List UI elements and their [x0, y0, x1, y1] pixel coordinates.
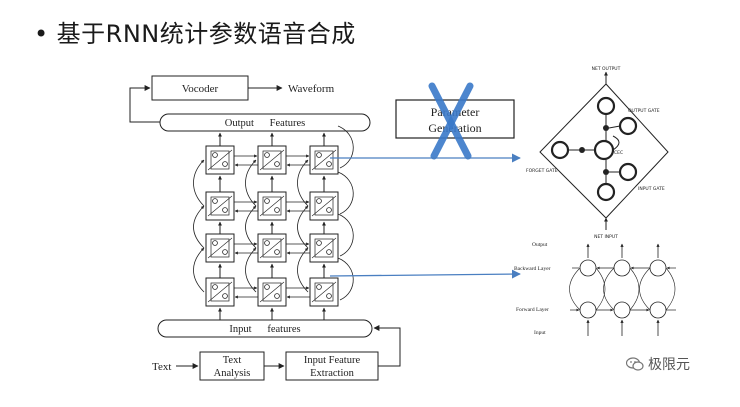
text-analysis-line2: Analysis — [214, 368, 251, 379]
birnn-cross-arc — [595, 267, 606, 311]
lstm-cell-diagram: NET OUTPUT OUTPUT GATE FORGET GATE CEC I… — [526, 66, 669, 240]
birnn-cross-arc — [569, 267, 581, 311]
rnn-cell — [205, 233, 235, 263]
lstm-output-gate-node — [618, 116, 638, 136]
rnn-feedback-arc — [337, 171, 354, 215]
lstm-forget-gate-label: FORGET GATE — [526, 168, 558, 174]
input-feature-line2: Extraction — [310, 368, 354, 379]
pointer-to-birnn-arrow — [329, 269, 521, 279]
rnn-cell — [257, 277, 287, 307]
watermark: 极限元 — [626, 354, 690, 374]
birnn-backward-node — [649, 259, 667, 277]
rnn-cell — [205, 191, 235, 221]
input-features-bar: Input features — [157, 319, 373, 338]
birnn-diagram: Output Backward Layer Forward Layer Inpu… — [514, 242, 676, 336]
input-feature-line1: Input Feature — [304, 355, 361, 366]
rnn-cell-grid — [193, 125, 354, 320]
birnn-output-label: Output — [532, 242, 548, 248]
lstm-forget-gate-node — [550, 140, 570, 160]
lstm-output-gate-label: OUTPUT GATE — [628, 108, 660, 114]
birnn-backward-label: Backward Layer — [514, 266, 551, 272]
rnn-feedback-arc — [337, 213, 354, 257]
rnn-cell — [257, 191, 287, 221]
vocoder-label: Vocoder — [182, 83, 219, 95]
slide-title: •基于RNN统计参数语音合成 — [34, 14, 356, 49]
birnn-forward-node — [613, 301, 631, 319]
cross-out-mark — [428, 82, 474, 160]
lstm-input-node — [596, 182, 616, 202]
rnn-cell — [205, 145, 235, 175]
rnn-skip-arc — [297, 247, 309, 293]
birnn-forward-node — [649, 301, 667, 319]
birnn-cross-arc — [603, 267, 615, 311]
input-features-label: Input features — [229, 324, 300, 335]
rnn-skip-arc — [193, 205, 205, 249]
lstm-net-input-label: NET INPUT — [594, 234, 618, 240]
rnn-feedback-arc — [337, 125, 354, 169]
extraction-to-input-features-arrow — [373, 325, 401, 367]
text-label: Text — [152, 361, 171, 373]
birnn-forward-node — [579, 301, 597, 319]
features-to-vocoder-arrow — [129, 85, 160, 123]
rnn-skip-arc — [245, 159, 257, 207]
text-analysis-line1: Text — [223, 355, 242, 366]
rnn-cell — [309, 277, 339, 307]
title-text: 基于RNN统计参数语音合成 — [56, 20, 356, 48]
birnn-forward-label: Forward Layer — [516, 307, 549, 313]
rnn-skip-arc — [297, 205, 309, 249]
rnn-cell — [257, 233, 287, 263]
lstm-cec-node — [593, 139, 615, 161]
lstm-output-node — [596, 96, 616, 116]
vocoder-box: Vocoder — [151, 75, 249, 101]
rnn-skip-arc — [193, 247, 205, 293]
lstm-input-gate-node — [618, 162, 638, 182]
lstm-cec-label: CEC — [614, 150, 623, 156]
birnn-backward-node — [579, 259, 597, 277]
rnn-feedback-arc — [337, 257, 354, 301]
rnn-skip-arc — [193, 159, 205, 207]
lstm-input-gate-label: INPUT GATE — [638, 186, 665, 192]
watermark-label: 极限元 — [648, 357, 690, 373]
birnn-cross-arc — [665, 267, 676, 311]
rnn-cell — [309, 233, 339, 263]
rnn-cell — [309, 191, 339, 221]
birnn-input-label: Input — [534, 330, 546, 336]
rnn-skip-arc — [245, 205, 257, 249]
birnn-backward-node — [613, 259, 631, 277]
rnn-skip-arc — [245, 247, 257, 293]
lstm-net-output-label: NET OUTPUT — [592, 66, 621, 72]
output-features-bar: Output Features — [159, 113, 371, 132]
rnn-skip-arc — [297, 159, 309, 207]
rnn-cell — [309, 145, 339, 175]
birnn-cross-arc — [639, 267, 651, 311]
wechat-icon — [626, 357, 644, 371]
title-bullet: • — [34, 20, 49, 48]
text-analysis-box: Text Analysis — [199, 351, 265, 381]
rnn-cell — [257, 145, 287, 175]
birnn-cross-arc — [629, 267, 640, 311]
output-features-label: Output Features — [225, 118, 306, 129]
input-feature-extraction-box: Input Feature Extraction — [285, 351, 379, 381]
rnn-cell — [205, 277, 235, 307]
waveform-label: Waveform — [288, 83, 335, 95]
